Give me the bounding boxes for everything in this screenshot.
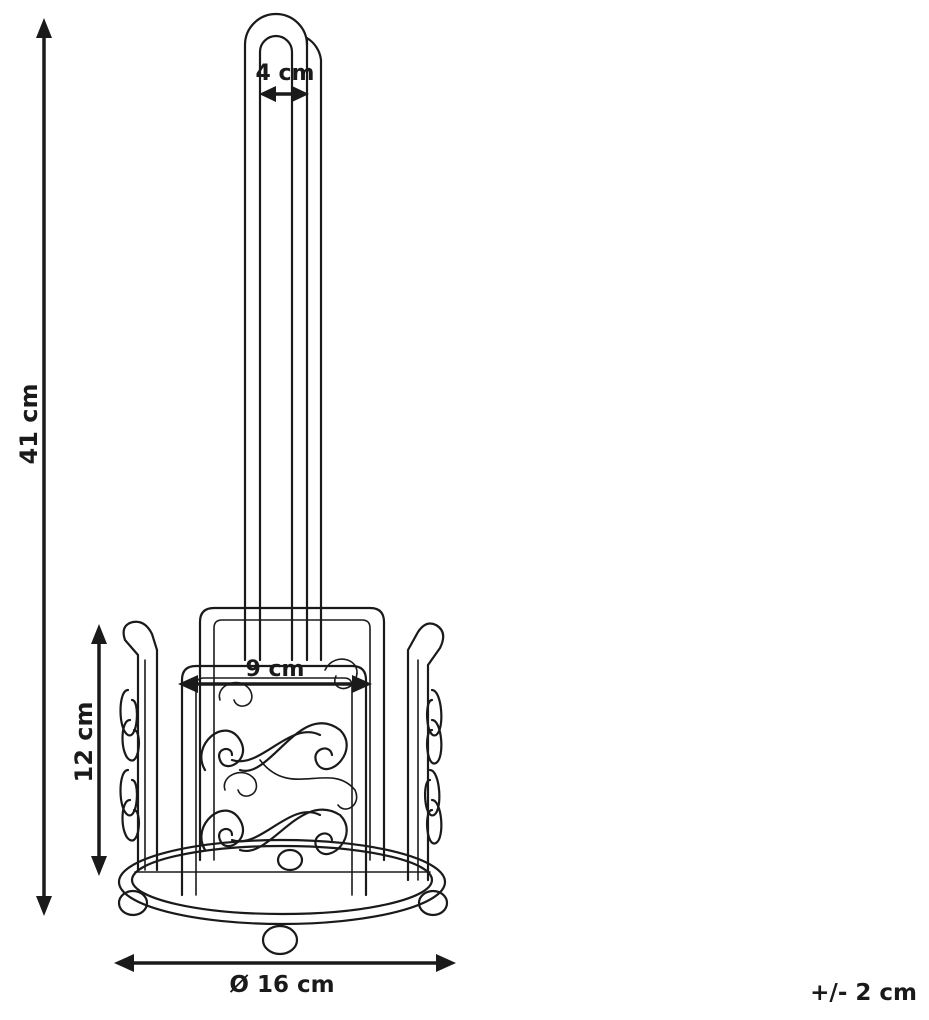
dimension-inner-width: 9 cm xyxy=(178,657,372,693)
ball-feet xyxy=(117,848,449,956)
base-ring-inner xyxy=(130,844,434,916)
back-panel-outer xyxy=(198,606,386,862)
front-panel-inner xyxy=(195,677,353,896)
upright-inner-wire xyxy=(258,34,294,662)
dimension-height-base: 12 cm xyxy=(70,624,107,876)
base-ring-outer xyxy=(117,838,447,926)
front-panel-outer xyxy=(180,664,368,897)
right-side-frame xyxy=(406,622,445,882)
label-height-base: 12 cm xyxy=(70,702,98,783)
label-inner-width: 9 cm xyxy=(246,657,305,682)
left-side-frame xyxy=(119,620,159,872)
label-height-total: 41 cm xyxy=(15,384,43,465)
upright-outer-wire xyxy=(243,12,309,662)
dimension-base-diameter: Ø 16 cm xyxy=(114,954,456,998)
front-scroll-ornaments xyxy=(200,658,358,856)
dimension-tube-width: 4 cm xyxy=(256,61,315,102)
dimension-height-total: 41 cm xyxy=(15,18,52,916)
label-base-diameter: Ø 16 cm xyxy=(229,972,334,998)
paper-towel-holder-illustration xyxy=(117,12,449,956)
label-tube-width: 4 cm xyxy=(256,61,315,86)
back-panel-inner xyxy=(213,619,371,861)
upright-right-wire xyxy=(305,36,323,662)
tolerance-note: +/- 2 cm xyxy=(810,980,917,1006)
